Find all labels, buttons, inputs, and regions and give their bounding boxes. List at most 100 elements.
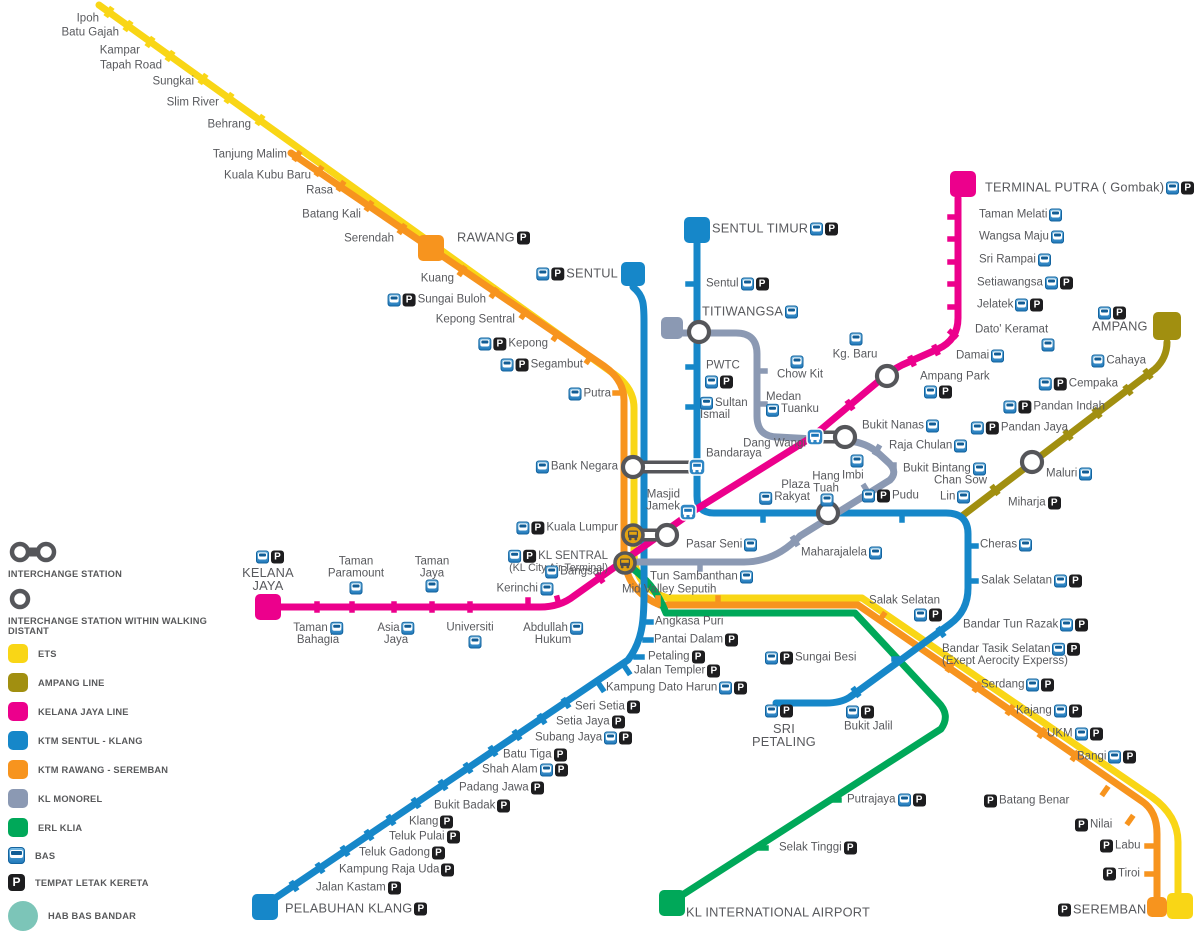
station-tick bbox=[363, 199, 375, 213]
station-label-row: Kuang bbox=[421, 273, 454, 285]
station-maluri: Maluri bbox=[1046, 467, 1093, 481]
parking-icon: P bbox=[1041, 678, 1055, 692]
station-label-row: P bbox=[256, 550, 284, 564]
station-tick bbox=[487, 744, 499, 758]
parking-icon: P bbox=[493, 337, 507, 351]
bus-icon bbox=[569, 621, 583, 635]
legend-swatch-yl bbox=[8, 644, 28, 663]
station-bank-negara: Bank Negara bbox=[535, 460, 618, 474]
station-ampang-icons: P bbox=[1098, 306, 1126, 320]
station-tick bbox=[197, 72, 209, 86]
station-name: Pantai Dalam bbox=[654, 633, 724, 646]
legend-item: BAS bbox=[8, 847, 238, 864]
bus-glyph-part bbox=[620, 565, 624, 569]
station-tick bbox=[511, 728, 523, 742]
station-name: Segambut bbox=[530, 358, 583, 371]
station-name: Plaza bbox=[781, 478, 810, 491]
bus-icon bbox=[1044, 276, 1058, 290]
parking-icon: P bbox=[825, 222, 839, 236]
station-tick bbox=[907, 354, 917, 368]
bus-icon bbox=[536, 267, 550, 281]
station-name: Maharajalela bbox=[801, 546, 867, 559]
station-label-row: Taman Melati bbox=[979, 208, 1063, 222]
station-tick bbox=[518, 307, 530, 321]
station-universiti: Universiti bbox=[446, 622, 493, 634]
station-tick bbox=[410, 796, 422, 810]
station-name: Nilai bbox=[1090, 818, 1113, 831]
parking-icon: P bbox=[1181, 181, 1195, 195]
parking-icon: P bbox=[734, 681, 748, 695]
station-putra: Putra bbox=[568, 387, 611, 401]
parking-icon: P bbox=[516, 231, 530, 245]
parking-icon: P bbox=[515, 358, 529, 372]
bus-icon bbox=[719, 681, 733, 695]
bus-icon bbox=[256, 550, 269, 564]
station-label-row: Angkasa Puri bbox=[655, 616, 723, 628]
bus-glyph-part bbox=[689, 514, 693, 518]
bus-icon bbox=[349, 581, 363, 595]
station-label-row: Tuanku bbox=[766, 403, 819, 417]
station-tick bbox=[122, 19, 134, 33]
bus-icon bbox=[516, 521, 530, 535]
bus-icon bbox=[1041, 338, 1055, 352]
legend-item: KTM RAWANG - SEREMBAN bbox=[8, 760, 238, 779]
station-behrang: Behrang bbox=[208, 119, 251, 131]
station-name: Paramount bbox=[327, 567, 385, 579]
station-label-row: Salak Selatan bbox=[869, 595, 940, 607]
parking-icon: P bbox=[387, 881, 401, 895]
station-maharajalela: Maharajalela bbox=[801, 546, 882, 560]
station-name: KL SENTRAL bbox=[538, 549, 608, 562]
bus-glyph bbox=[810, 432, 820, 443]
station-name: Raja Chulan bbox=[889, 439, 953, 452]
station-label-row: Plaza bbox=[759, 478, 810, 492]
station-tick bbox=[550, 329, 562, 343]
station-name: Putrajaya bbox=[847, 793, 896, 806]
station-tick bbox=[931, 343, 941, 357]
station-name: Kuala Kubu Baru bbox=[224, 169, 311, 182]
station-name: Pandan Indah bbox=[1033, 400, 1105, 413]
station-label-row: Rakyat bbox=[759, 491, 810, 505]
station-tick bbox=[1122, 383, 1134, 397]
station-name: Jelatek bbox=[977, 298, 1014, 311]
station-name: Jamek bbox=[646, 500, 680, 512]
parking-icon: P bbox=[1089, 727, 1103, 741]
station-label-row: P bbox=[924, 385, 952, 399]
station-label-row: Kuala Kubu Baru bbox=[224, 170, 311, 182]
parking-icon: P bbox=[984, 794, 997, 808]
parking-icon: P bbox=[780, 704, 793, 718]
bus-icon bbox=[1026, 678, 1040, 692]
station-wangsa-maju: Wangsa Maju bbox=[979, 230, 1064, 244]
station-name: Sungai Buloh bbox=[417, 293, 486, 306]
bus-icon bbox=[705, 375, 718, 389]
bus-icon bbox=[991, 349, 1005, 363]
legend-item: KTM SENTUL - KLANG bbox=[8, 731, 238, 750]
station-label-row: TITIWANGSA bbox=[702, 305, 799, 319]
station-label-row: Tapah Road bbox=[100, 60, 162, 72]
station-kepong-sentral: Kepong Sentral bbox=[436, 314, 515, 326]
station-tick bbox=[1036, 726, 1048, 740]
station-label-row: Bandaraya bbox=[706, 448, 762, 460]
station-name: TERMINAL PUTRA ( Gombak) bbox=[985, 179, 1165, 195]
legend-walking-interchange: INTERCHANGE STATION WITHIN WALKING DISTA… bbox=[8, 587, 238, 636]
bus-glyph-part bbox=[692, 469, 696, 473]
station-name: Serendah bbox=[344, 232, 394, 245]
station-label-row: Tun Sambanthan bbox=[650, 570, 753, 584]
